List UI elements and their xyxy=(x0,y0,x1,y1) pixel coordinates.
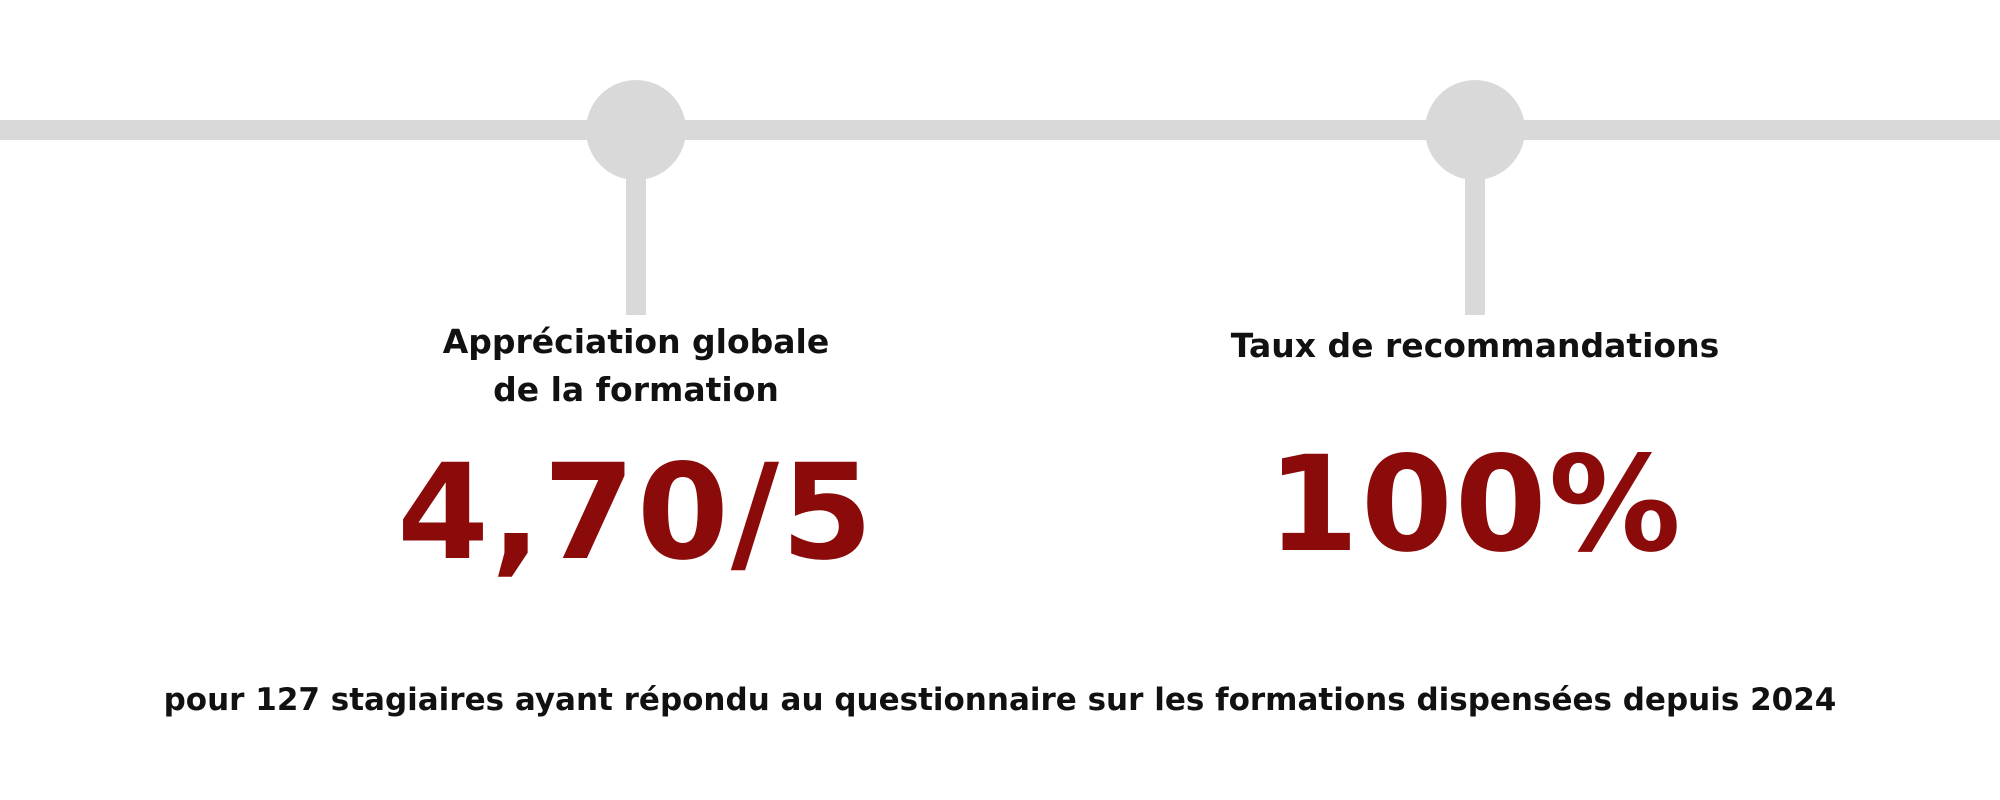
timeline-node-1 xyxy=(586,80,686,180)
footnote: pour 127 stagiaires ayant répondu au que… xyxy=(163,682,1837,718)
timeline-stem-2 xyxy=(1465,170,1485,315)
timeline-node-2 xyxy=(1425,80,1525,180)
timeline-bar xyxy=(0,120,2000,140)
metric-value-appreciation: 4,70/5 xyxy=(397,436,875,590)
timeline-stem-1 xyxy=(626,170,646,315)
metric-label-appreciation: Appréciation globale de la formation xyxy=(442,322,830,409)
metric-label-recommendations: Taux de recommandations xyxy=(1230,326,1720,365)
metric-value-recommendations: 100% xyxy=(1267,428,1683,582)
